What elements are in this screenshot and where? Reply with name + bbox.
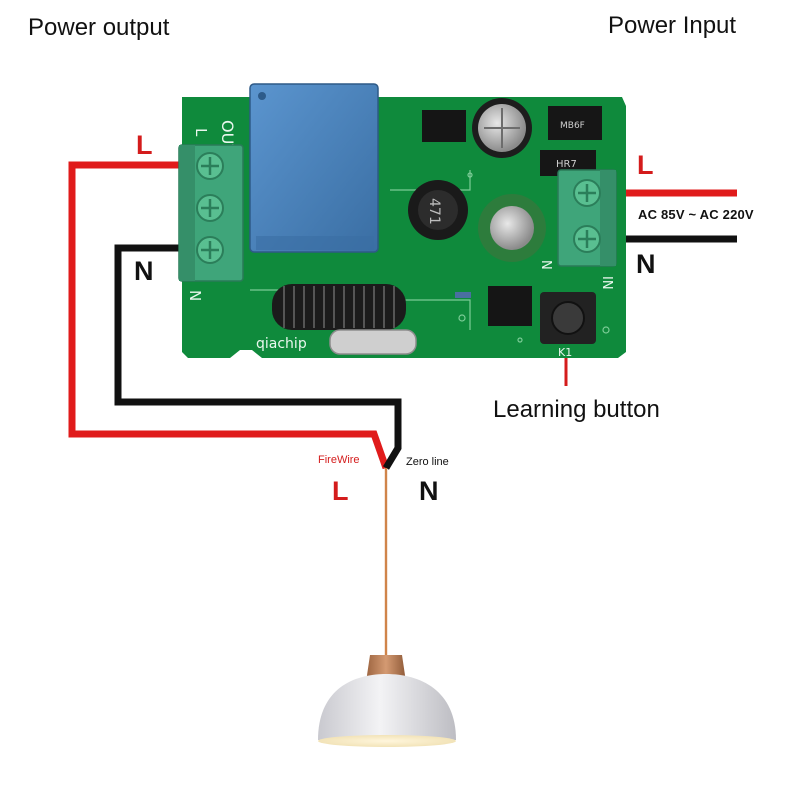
voltage-range-label: AC 85V ~ AC 220V	[638, 207, 754, 222]
electrolytic-capacitor-small	[478, 194, 546, 262]
output-terminal-block	[178, 144, 244, 282]
lamp-shade	[318, 674, 456, 740]
lamp-light	[318, 735, 456, 747]
ic-code: HR7	[556, 159, 577, 170]
terminal-screw	[196, 194, 224, 222]
output-neutral-wire	[114, 244, 402, 470]
power-output-label: Power output	[28, 14, 170, 41]
antenna-coil	[272, 284, 406, 330]
out-terminal-l-marking: L	[192, 128, 210, 137]
inductor	[408, 180, 468, 240]
input-live-label: L	[637, 150, 654, 180]
terminal-screw	[573, 225, 601, 253]
terminal-screw	[196, 152, 224, 180]
input-terminal-block	[557, 169, 617, 267]
learning-button-label: Learning button	[493, 396, 660, 423]
terminal-screw	[573, 179, 601, 207]
output-live-label: L	[136, 130, 153, 160]
ic-chip-top	[422, 110, 466, 142]
brand-marking: qiachip	[256, 336, 307, 352]
button-marking: K1	[558, 346, 572, 359]
output-live-wire	[68, 161, 390, 470]
relay	[249, 83, 379, 253]
bridge-rectifier	[548, 106, 602, 140]
pendant-lamp	[318, 655, 456, 747]
relay-module-board: OUT L N	[178, 83, 626, 359]
fire-wire-label: FireWire	[318, 454, 360, 466]
lamp-live-label: L	[332, 476, 349, 506]
output-neutral-label: N	[134, 256, 154, 286]
out-terminal-n-marking: N	[186, 290, 204, 301]
zero-line-label: Zero line	[406, 456, 449, 468]
electrolytic-capacitor-large	[472, 98, 532, 158]
lamp-neutral-label: N	[419, 476, 439, 506]
power-input-label: Power Input	[608, 12, 737, 39]
in-terminal-n-marking: N	[538, 260, 553, 270]
in-marking: IN	[599, 276, 614, 290]
inductor-code: 471	[426, 198, 442, 225]
terminal-screw	[196, 236, 224, 264]
learning-push-button[interactable]	[540, 292, 596, 344]
bridge-code: MB6F	[560, 121, 585, 131]
crystal-oscillator	[329, 329, 417, 355]
input-neutral-label: N	[636, 249, 656, 279]
ic-chip-bottom	[488, 286, 532, 326]
